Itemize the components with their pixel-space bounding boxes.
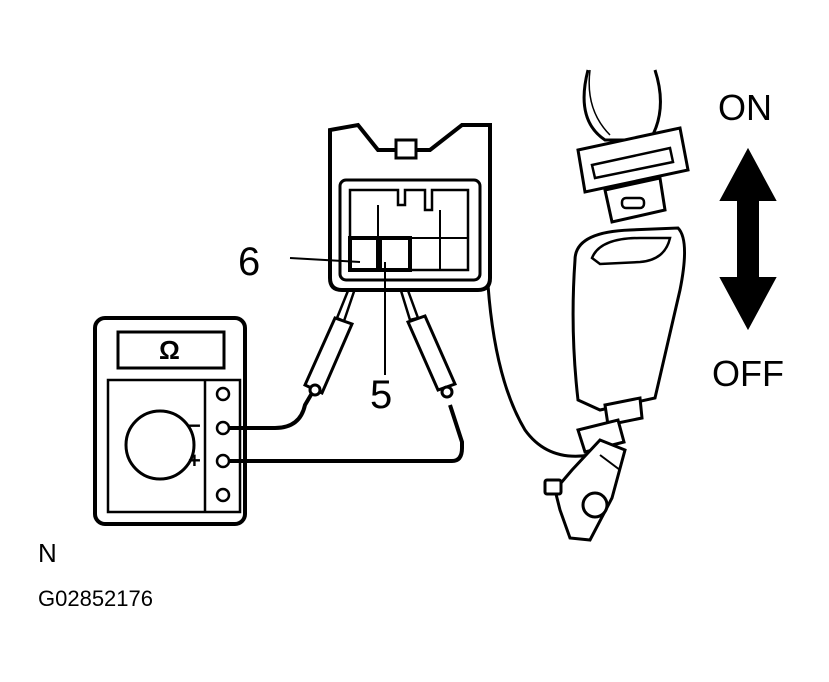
off-label: OFF [712,353,784,394]
minus-terminal-label: − [188,413,201,438]
test-lead-wires [229,386,464,463]
connector-icon [289,122,591,458]
pin-5-label: 5 [370,373,393,417]
pin-6-label: 6 [238,240,261,284]
figure-id-label: G02852176 [38,586,153,611]
corner-code-label: N [38,538,57,568]
ohm-symbol: Ω [159,335,180,365]
plus-terminal-label: + [188,448,201,473]
seat-belt-buckle-icon [543,69,690,542]
double-arrow-icon [719,147,777,331]
ohmmeter-icon [93,316,247,526]
on-label: ON [718,87,772,128]
